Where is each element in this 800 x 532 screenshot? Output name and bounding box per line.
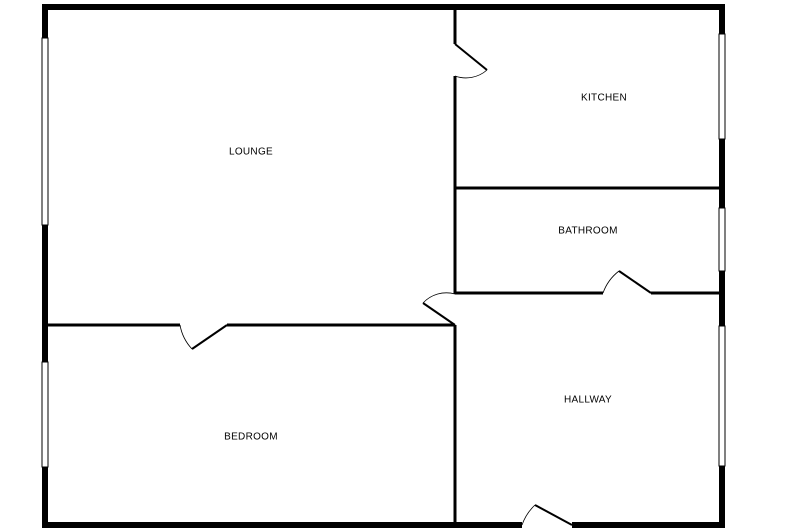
windows — [41, 33, 726, 528]
room-label-hallway: HALLWAY — [564, 395, 612, 406]
room-label-lounge: LOUNGE — [229, 147, 273, 158]
internal-walls — [45, 7, 722, 525]
bedroom-door — [179, 324, 228, 350]
doors — [179, 43, 652, 526]
bathroom-door — [602, 270, 652, 294]
room-label-bathroom: BATHROOM — [558, 226, 617, 237]
entrance-door — [521, 504, 573, 526]
lounge-kitchen-door — [454, 43, 488, 79]
bathroom-window — [718, 207, 726, 272]
outer-walls — [42, 4, 725, 528]
lounge-window — [41, 37, 49, 226]
kitchen-window — [718, 33, 726, 140]
entrance-gap — [522, 522, 572, 528]
hallway-window — [718, 325, 726, 467]
lounge-hall-door — [422, 292, 456, 326]
room-label-bedroom: BEDROOM — [224, 432, 278, 443]
bedroom-window — [41, 361, 49, 468]
room-label-kitchen: KITCHEN — [581, 93, 627, 104]
